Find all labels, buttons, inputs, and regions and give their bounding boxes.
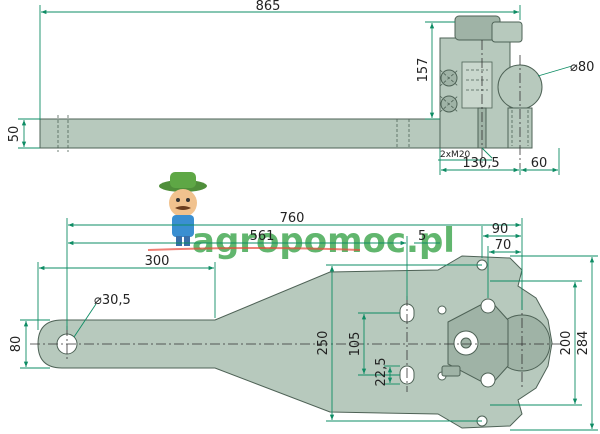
- bolt-lower-cross: [439, 95, 459, 113]
- dim-90: 90: [492, 222, 509, 237]
- mount-hole-left-top: [437, 305, 447, 315]
- watermark-swoosh: [147, 247, 361, 251]
- dim-leader-thread: [481, 147, 493, 159]
- dim-300: 300: [145, 254, 170, 269]
- side-view-dimensions: 865 157 50 ⌀80 2xM20 130,5 60: [7, 0, 594, 175]
- dim-760: 760: [280, 211, 305, 226]
- dim-bar-thickness: 50: [7, 126, 22, 143]
- coupling-head-cap: [491, 21, 523, 43]
- bolt-upper-cross: [439, 69, 459, 87]
- mount-hole-lower: [480, 372, 496, 388]
- dim-284: 284: [576, 331, 591, 356]
- dim-250: 250: [316, 331, 331, 356]
- dim-leader-hole: [73, 303, 97, 338]
- lock-lever: [441, 365, 461, 377]
- mount-hole-upper: [480, 298, 496, 314]
- watermark-text: agropomoc.pl: [192, 221, 455, 261]
- dim-thread: 2xM20: [440, 150, 471, 160]
- dim-200: 200: [559, 331, 574, 356]
- dim-leader-80: [537, 65, 573, 77]
- dim-22-5: 22,5: [374, 358, 389, 387]
- dim-ball-offset: 60: [531, 156, 548, 171]
- watermark-brand: agropomoc.pl: [192, 221, 455, 261]
- dim-80: 80: [9, 336, 24, 353]
- coupling-pivot-inner: [460, 337, 472, 349]
- dim-hole-diameter: ⌀30,5: [94, 293, 131, 308]
- dim-ball-diameter: ⌀80: [570, 60, 594, 75]
- dim-561: 561: [250, 229, 275, 244]
- dim-bolt-spacing: 130,5: [462, 156, 499, 171]
- dim-70: 70: [495, 238, 512, 253]
- type-plate: [461, 61, 493, 109]
- dim-105: 105: [348, 332, 363, 357]
- side-view: [39, 15, 543, 168]
- dim-height: 157: [416, 58, 431, 83]
- top-view: [30, 255, 565, 429]
- side-bar: [39, 118, 441, 149]
- dim-total-length: 865: [256, 0, 281, 14]
- dim-5: 5: [418, 229, 426, 244]
- top-view-dimensions: 760 561 5 90 70 300 ⌀30,5 80 250: [9, 211, 598, 431]
